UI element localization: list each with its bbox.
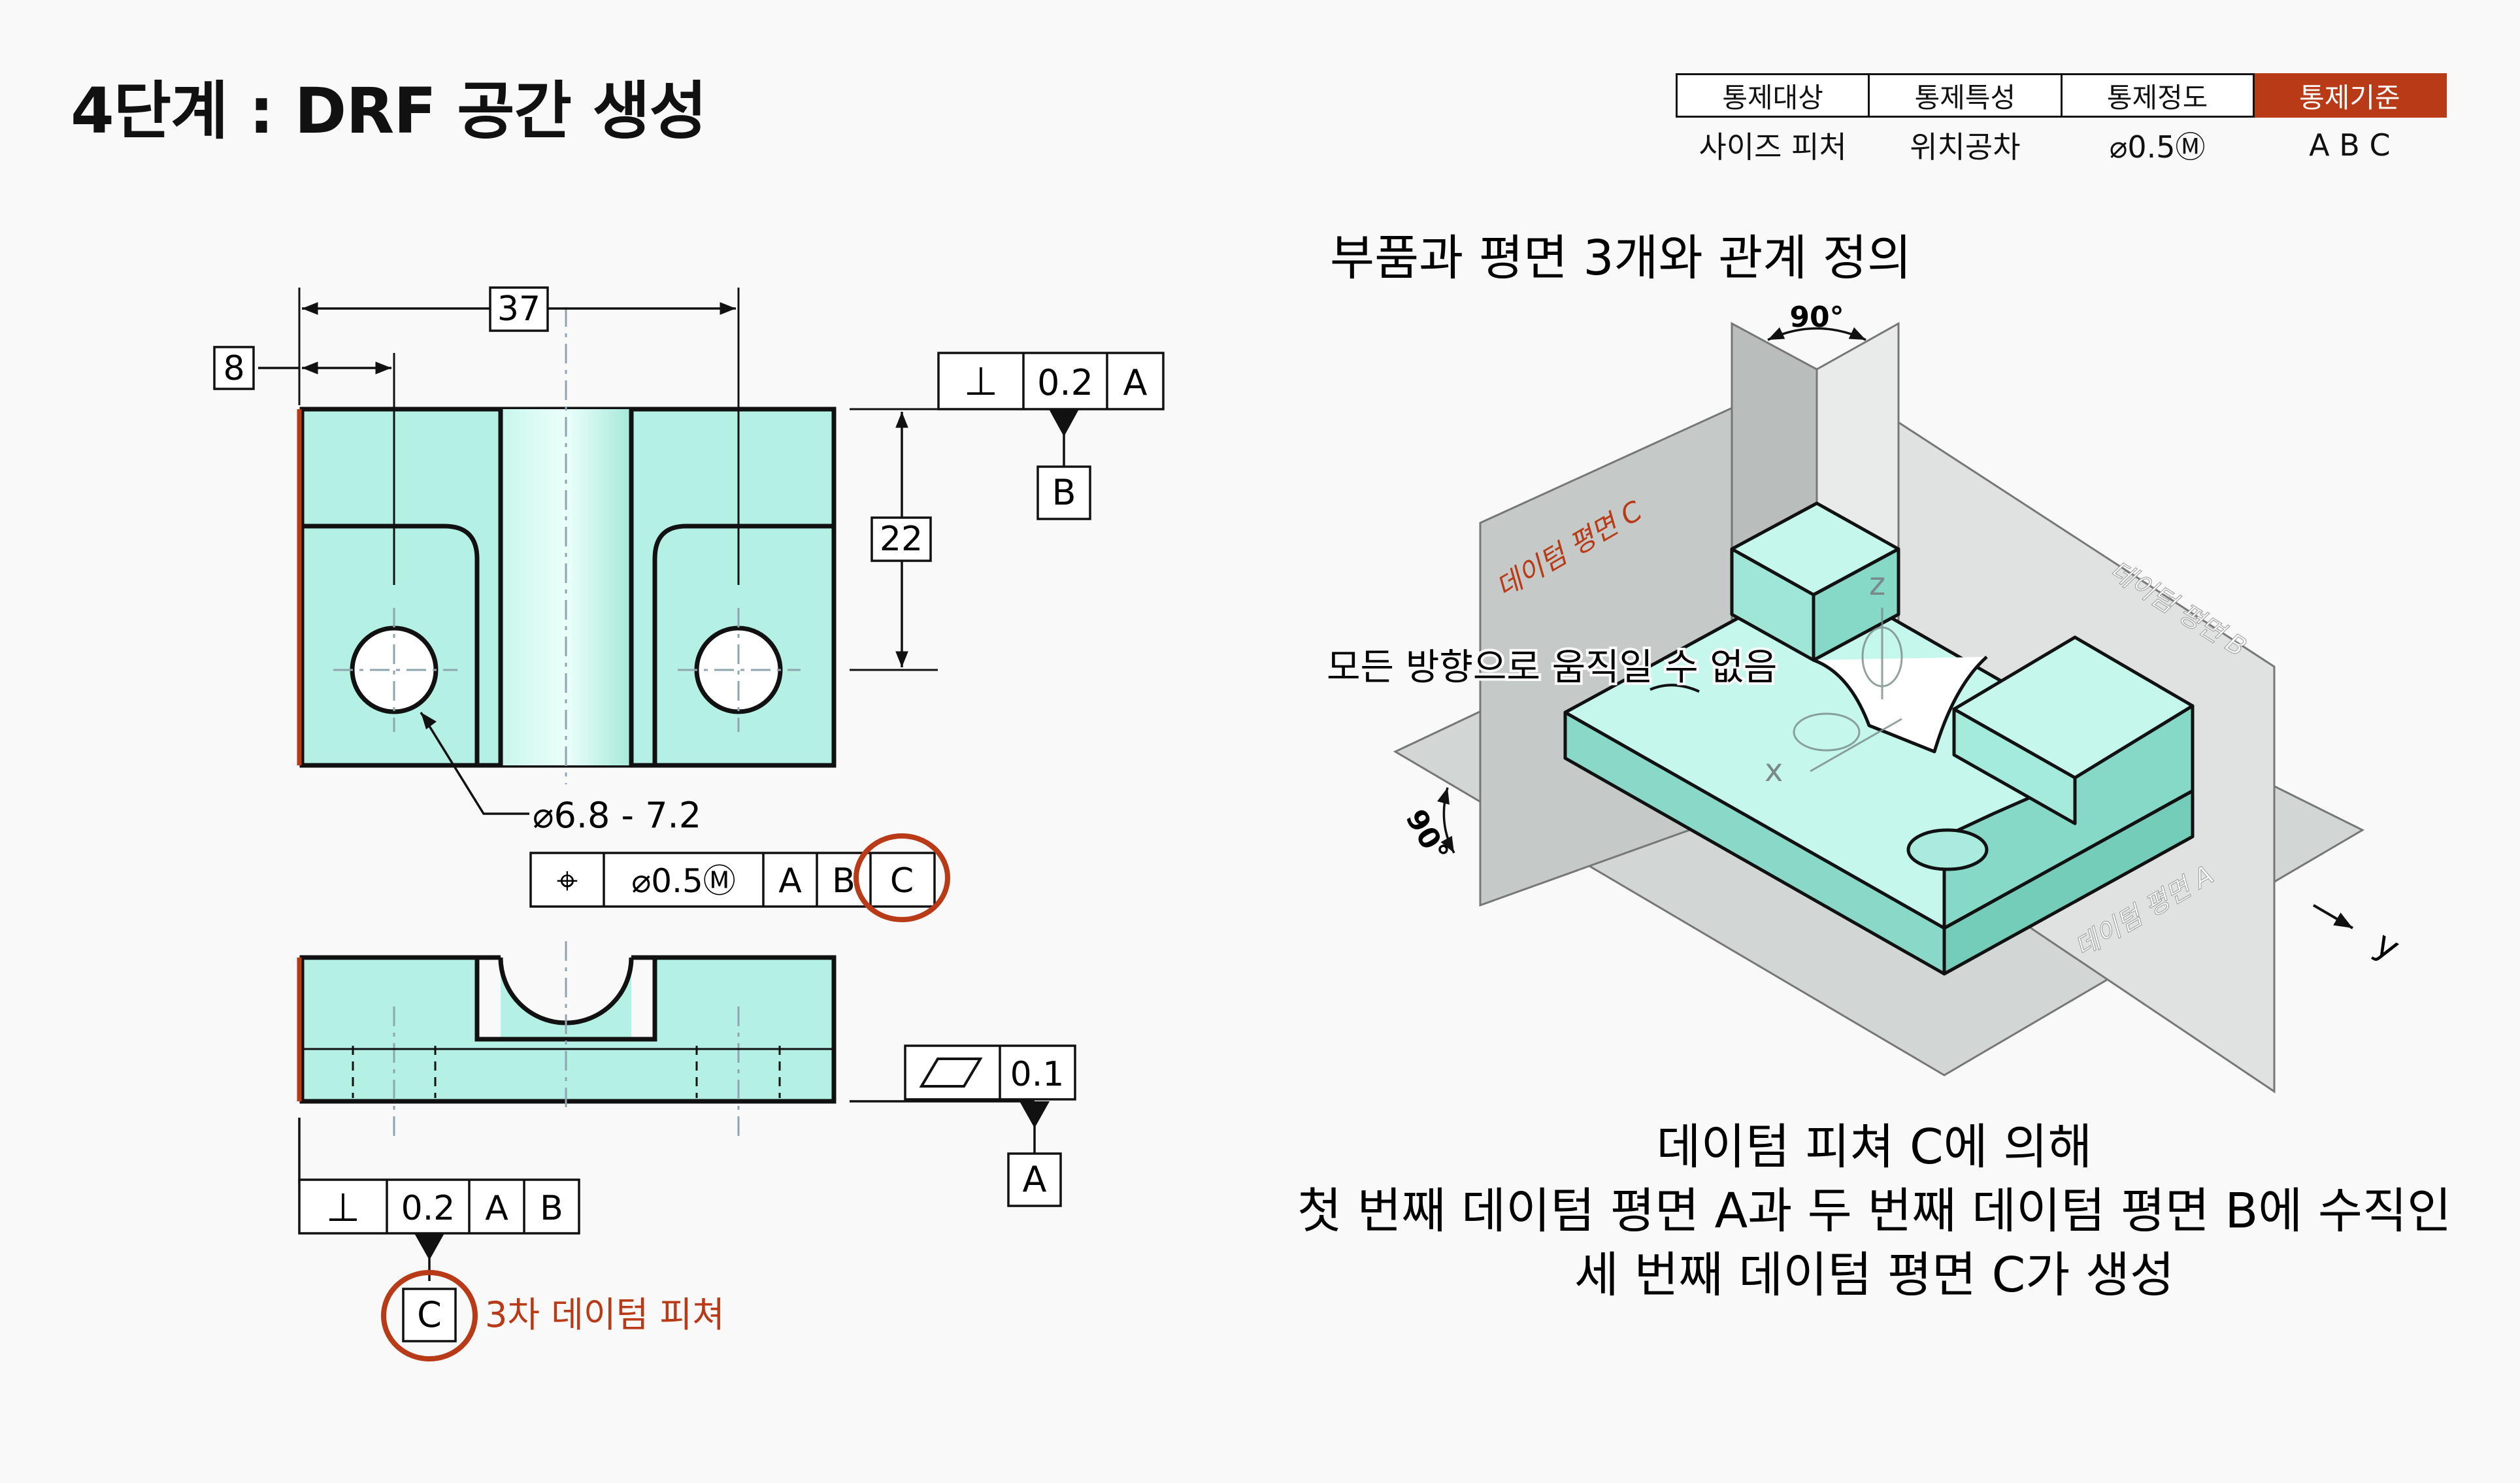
- header-characteristic: 통제특성: [1868, 73, 2063, 118]
- iso-part: [1563, 501, 2195, 976]
- header-datum-reference: 통제기준: [2252, 73, 2447, 118]
- svg-text:0.2: 0.2: [401, 1189, 456, 1228]
- iso-heading: 부품과 평면 3개와 관계 정의: [1330, 230, 1912, 286]
- perpendicularity-icon-2: ⊥: [326, 1185, 360, 1231]
- caption-line-2: 첫 번째 데이텀 평면 A과 두 번째 데이텀 평면 B에 수직인: [1297, 1183, 2451, 1239]
- page-title: 4단계 : DRF 공간 생성: [71, 75, 707, 148]
- highlight-circle-datum-c: [381, 1270, 478, 1361]
- perpendicularity-icon: ⊥: [964, 359, 998, 405]
- no-motion-note: 모든 방향으로 움직일 수 없음: [1327, 646, 1777, 689]
- value-tolerance: ⌀0.5Ⓜ: [2109, 129, 2206, 165]
- top-view: 37 8 22 ⊥ 0.2 A B ⌀6.8 - 7.2: [213, 286, 1165, 922]
- svg-text:⌀0.5Ⓜ: ⌀0.5Ⓜ: [631, 862, 736, 900]
- datum-a-label: A: [1023, 1159, 1047, 1200]
- angle-top: 90°: [1789, 301, 1844, 334]
- front-view: 0.1 A ⊥ 0.2 A B C 3차 데이텀 피쳐: [297, 941, 1076, 1361]
- highlight-circle-pos-c: [854, 833, 950, 922]
- svg-text:0.2: 0.2: [1037, 362, 1093, 403]
- angle-left: 90°: [1399, 804, 1455, 868]
- caption-line-3: 세 번째 데이텀 평면 C가 생성: [1574, 1247, 2174, 1303]
- tertiary-datum-label: 3차 데이텀 피쳐: [485, 1294, 725, 1335]
- control-table: 통제대상 통제특성 통제정도 통제기준 사이즈 피처 위치공차 ⌀0.5Ⓜ A …: [1675, 73, 2447, 173]
- dim-37: 37: [497, 290, 540, 329]
- flatness-icon: [919, 1058, 983, 1088]
- axis-x-label: x: [1765, 752, 1783, 789]
- dim-22: 22: [880, 520, 923, 559]
- datum-b-label: B: [1052, 472, 1076, 513]
- svg-text:0.1: 0.1: [1010, 1055, 1065, 1094]
- hole-size-callout: ⌀6.8 - 7.2: [533, 795, 701, 836]
- svg-text:A: A: [485, 1189, 508, 1228]
- perpendicularity-frame-c: ⊥ 0.2 A B: [298, 1178, 580, 1235]
- caption: 데이텀 피쳐 C에 의해 첫 번째 데이텀 평면 A과 두 번째 데이텀 평면 …: [1297, 1119, 2451, 1303]
- datum-c-label: C: [417, 1294, 442, 1335]
- position-icon: ⌖: [557, 858, 578, 903]
- header-tolerance: 통제정도: [2060, 73, 2255, 118]
- svg-text:C: C: [890, 861, 914, 901]
- value-datum-reference: A B C: [2309, 127, 2391, 163]
- header-target: 통제대상: [1675, 73, 1870, 118]
- svg-text:B: B: [832, 861, 855, 901]
- svg-text:A: A: [1123, 362, 1148, 403]
- value-characteristic: 위치공차: [1910, 129, 2021, 165]
- axis-y-arrow: [2312, 904, 2354, 929]
- svg-text:B: B: [540, 1189, 563, 1228]
- value-target: 사이즈 피처: [1699, 129, 1847, 165]
- svg-text:A: A: [778, 861, 802, 901]
- axis-z-label: z: [1869, 566, 1885, 603]
- left-step-edge: [302, 524, 480, 765]
- isometric-view: 부품과 평면 3개와 관계 정의: [1324, 230, 2407, 1093]
- perpendicularity-frame-b: ⊥ 0.2 A: [937, 352, 1165, 410]
- caption-line-1: 데이텀 피쳐 C에 의해: [1657, 1119, 2093, 1175]
- axis-y-label: y: [2368, 923, 2407, 969]
- dim-8: 8: [223, 349, 244, 388]
- right-step-edge: [652, 524, 834, 765]
- position-frame: ⌖ ⌀0.5Ⓜ A B C: [529, 852, 936, 908]
